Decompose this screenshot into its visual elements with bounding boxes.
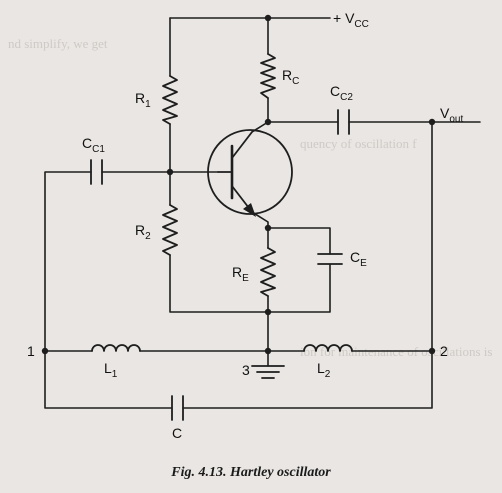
junction-node-2 <box>428 347 436 355</box>
wire-c-right <box>182 350 433 409</box>
resistor-r2 <box>162 204 178 256</box>
figure-caption: Fig. 4.13. Hartley oscillator <box>170 465 331 480</box>
resistor-r1 <box>162 75 178 125</box>
junction-vcc <box>264 14 272 22</box>
label-l1: L1 <box>104 360 118 380</box>
label-r2: R2 <box>135 222 151 242</box>
junction-return <box>264 308 272 316</box>
label-node-3: 3 <box>242 362 250 378</box>
label-c: C <box>172 425 182 441</box>
wire-ce-top <box>267 227 331 255</box>
junction-emitter <box>264 224 272 232</box>
junction-base <box>166 168 174 176</box>
wire-r2-bottom <box>169 254 269 313</box>
capacitor-c <box>171 395 184 421</box>
label-vcc: + VCC <box>333 10 369 30</box>
junction-collector <box>264 118 272 126</box>
capacitor-cc1 <box>90 159 103 185</box>
label-r1: R1 <box>135 90 151 110</box>
inductor-l1 <box>91 344 141 352</box>
junction-node-3 <box>264 347 272 355</box>
bleed-through-text: nd simplify, we get quency of oscillatio… <box>8 36 492 359</box>
emitter-arrow-icon <box>243 203 256 217</box>
wire-collector <box>251 97 269 133</box>
label-l2: L2 <box>317 360 331 380</box>
wire-c-left <box>44 350 173 409</box>
transistor-envelope <box>207 129 293 215</box>
transistor-collector <box>231 131 253 159</box>
label-node-1: 1 <box>27 343 35 359</box>
junction-vout <box>428 118 436 126</box>
npn-transistor <box>207 129 293 217</box>
ghost-line-1: nd simplify, we get <box>8 36 108 51</box>
label-re: RE <box>232 264 249 284</box>
label-cc1: CC1 <box>82 135 105 155</box>
inductor-l2 <box>303 344 353 352</box>
ground-icon <box>251 365 285 379</box>
wire-emitter <box>251 211 269 249</box>
resistor-re <box>260 247 276 297</box>
resistor-rc <box>260 53 276 99</box>
junction-node-1 <box>41 347 49 355</box>
label-ce: CE <box>350 249 367 269</box>
capacitor-cc2 <box>337 109 350 135</box>
label-rc: RC <box>282 67 299 87</box>
ghost-line-2: quency of oscillation f <box>300 136 417 151</box>
junction-dots <box>41 14 436 355</box>
wire-feedback-left <box>44 171 92 352</box>
capacitor-ce <box>317 253 343 265</box>
wire-ce-bottom <box>267 263 331 313</box>
label-node-2: 2 <box>440 343 448 359</box>
label-cc2: CC2 <box>330 83 353 103</box>
label-vout: Vout <box>440 105 463 125</box>
component-labels: + VCC Vout R1 R2 RC RE CC1 CC2 CE L1 L2 … <box>27 10 463 441</box>
